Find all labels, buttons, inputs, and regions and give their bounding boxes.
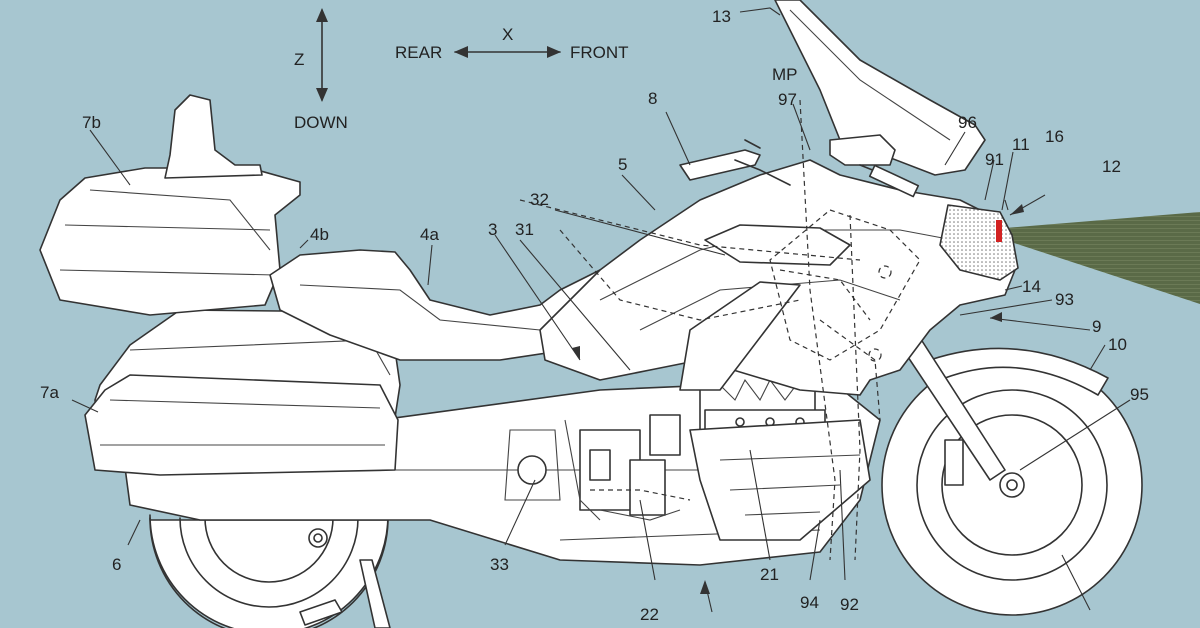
footpeg	[299, 599, 343, 626]
label-22: 22	[640, 605, 659, 624]
label-16: 16	[1045, 127, 1064, 146]
label-4b: 4b	[310, 225, 329, 244]
label-5: 5	[618, 155, 627, 174]
front-fender	[929, 347, 1109, 396]
label-93: 93	[1055, 290, 1074, 309]
z-arrow-down	[316, 88, 328, 102]
z-axis-label: Z	[294, 50, 304, 69]
label-95: 95	[1130, 385, 1149, 404]
down-label: DOWN	[294, 113, 348, 132]
part-labels: 13 MP 97 96 11 16 12 91 8 5 32 7b 4b 4a …	[40, 7, 1149, 624]
side-bag	[84, 309, 401, 476]
label-33: 33	[490, 555, 509, 574]
seat	[269, 249, 601, 361]
x-axis-label: X	[502, 25, 513, 44]
rear-label: REAR	[395, 43, 442, 62]
frame-rail	[679, 281, 801, 391]
label-14: 14	[1022, 277, 1041, 296]
front-label: FRONT	[570, 43, 629, 62]
part-33-component	[517, 455, 547, 485]
label-31: 31	[515, 220, 534, 239]
windscreen	[774, 0, 986, 176]
backrest	[164, 94, 263, 179]
label-3: 3	[488, 220, 497, 239]
label-6: 6	[112, 555, 121, 574]
label-mp: MP	[772, 65, 798, 84]
label-8: 8	[648, 89, 657, 108]
label-91: 91	[985, 150, 1004, 169]
label-13: 13	[712, 7, 731, 26]
label-32: 32	[530, 190, 549, 209]
label-96: 96	[958, 113, 977, 132]
label-97: 97	[778, 90, 797, 109]
label-10: 10	[1108, 335, 1127, 354]
front-fairing	[539, 159, 1019, 396]
label-4a: 4a	[420, 225, 439, 244]
handlebar	[679, 134, 920, 198]
light-beam	[1005, 212, 1200, 304]
rear-wheel	[149, 514, 389, 628]
label-94: 94	[800, 593, 819, 612]
mirror	[829, 134, 896, 166]
label-9: 9	[1092, 317, 1101, 336]
side-stand	[359, 559, 391, 628]
hidden-lines	[519, 99, 921, 561]
x-arrow-front	[547, 46, 561, 58]
x-arrow-rear	[454, 46, 468, 58]
side-vent	[704, 224, 851, 266]
label-12: 12	[1102, 157, 1121, 176]
label-21: 21	[760, 565, 779, 584]
front-wheel	[881, 329, 1143, 616]
axis-indicator: Z DOWN X REAR FRONT	[294, 8, 629, 132]
handlebar-grip	[679, 149, 761, 181]
label-7b: 7b	[82, 113, 101, 132]
brake-caliper	[944, 439, 964, 486]
sensor-unit	[996, 220, 1002, 242]
top-box	[39, 94, 301, 316]
label-92: 92	[840, 595, 859, 614]
leader-lines	[71, 7, 1131, 613]
z-arrow-up	[316, 8, 328, 22]
label-7a: 7a	[40, 383, 59, 402]
label-11: 11	[1012, 135, 1030, 154]
